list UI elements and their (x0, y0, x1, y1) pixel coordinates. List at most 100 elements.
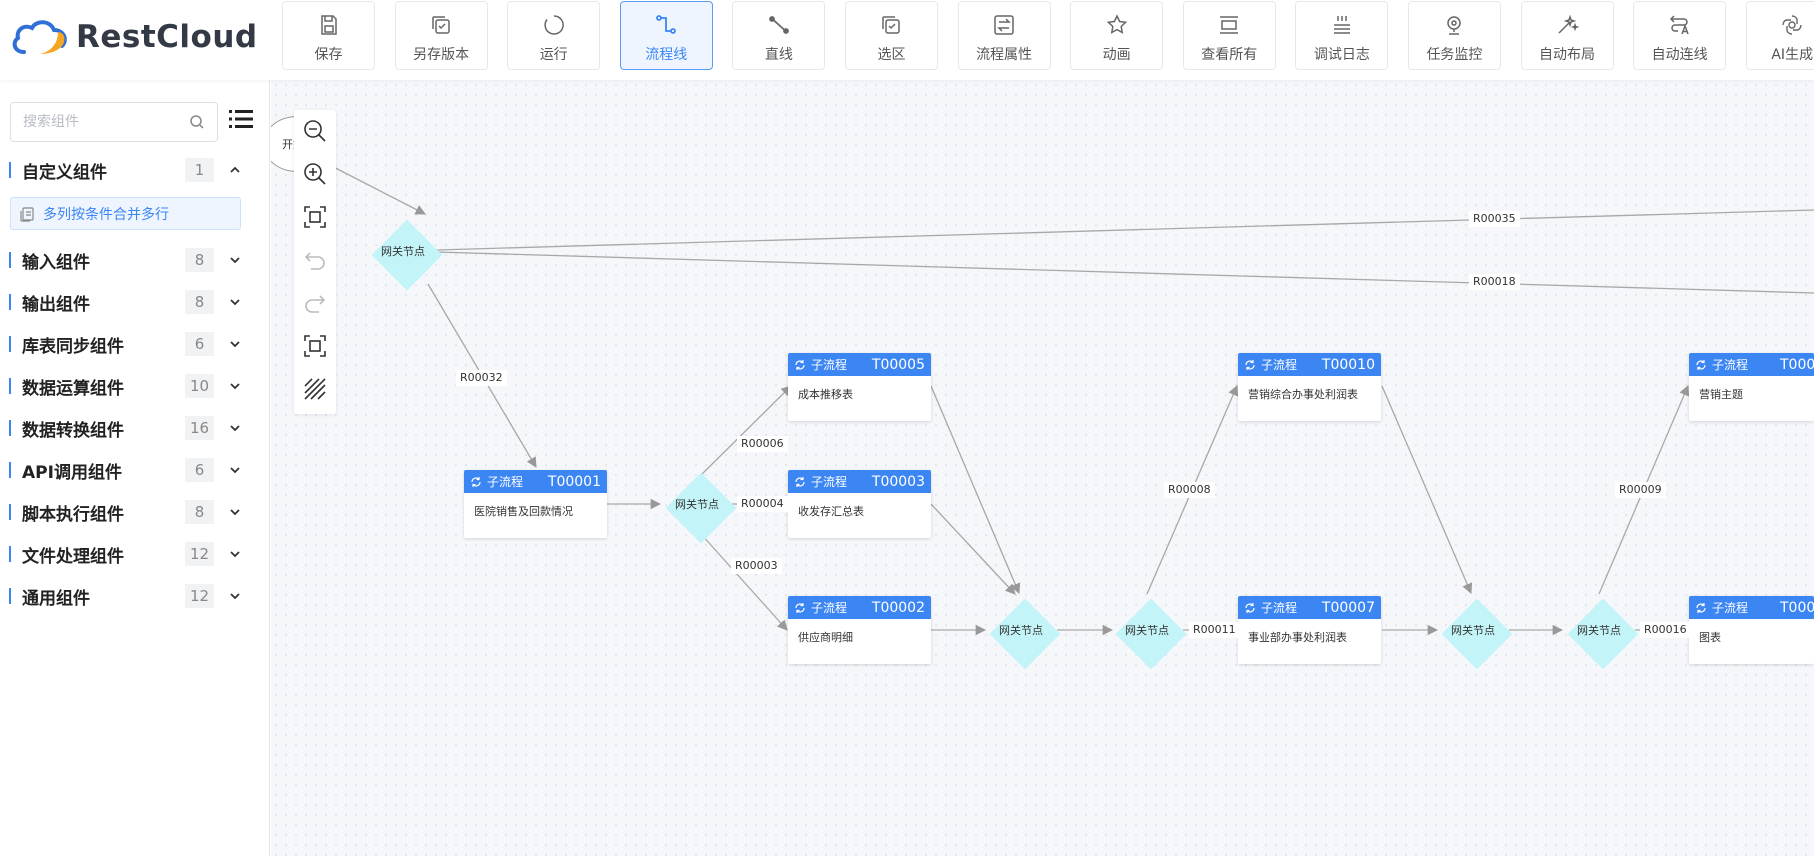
category-file-process[interactable]: 文件处理组件 12 (0, 537, 270, 571)
chevron-down-icon[interactable] (228, 253, 242, 267)
edge-t00010-gw (1381, 385, 1473, 594)
logo: RestCloud (10, 12, 270, 62)
app-header: RestCloud 保存 另存版本 运行 流程线 直线 选区 流程属性 (0, 0, 1814, 80)
auto-layout-button[interactable]: 自动布局 (1520, 1, 1614, 70)
chevron-down-icon[interactable] (228, 463, 242, 477)
auto-layout-icon (1554, 12, 1580, 38)
view-all-button[interactable]: 查看所有 (1182, 1, 1276, 70)
subflow-refresh-icon (795, 359, 805, 370)
select-area-icon (878, 12, 904, 38)
straight-line-button[interactable]: 直线 (732, 1, 826, 70)
category-input[interactable]: 输入组件 8 (0, 243, 270, 277)
list-view-icon[interactable] (228, 106, 254, 132)
edge-label[interactable]: R00004 (737, 496, 788, 512)
save-version-button[interactable]: 另存版本 (394, 1, 488, 70)
edge-t00005-gw (930, 385, 1021, 594)
chevron-down-icon[interactable] (228, 589, 242, 603)
connection-lines (315, 157, 1814, 636)
subflow-refresh-icon (1696, 602, 1706, 613)
edge-r00018 (401, 250, 1814, 294)
flow-line-button[interactable]: 流程线 (619, 1, 713, 70)
category-custom[interactable]: 自定义组件 1 (0, 153, 270, 187)
category-general[interactable]: 通用组件 12 (0, 579, 270, 613)
grid-pattern-icon[interactable] (302, 376, 328, 402)
run-button[interactable]: 运行 (507, 1, 601, 70)
category-count: 8 (185, 500, 214, 524)
undo-icon[interactable] (302, 247, 328, 273)
chevron-down-icon[interactable] (228, 379, 242, 393)
redo-icon[interactable] (302, 290, 328, 316)
flow-line-icon (653, 12, 679, 38)
category-count: 12 (185, 584, 214, 608)
animation-button[interactable]: 动画 (1070, 1, 1164, 70)
gateway-node[interactable]: 网关节点 (1437, 594, 1513, 670)
actual-size-icon[interactable] (302, 333, 328, 359)
auto-connect-button[interactable]: 自动连线 (1633, 1, 1727, 70)
search-icon[interactable] (189, 114, 205, 130)
gateway-node[interactable]: 网关节点 (1111, 594, 1187, 670)
category-table-sync[interactable]: 库表同步组件 6 (0, 327, 270, 361)
task-monitor-button[interactable]: 任务监控 (1407, 1, 1501, 70)
logo-text: RestCloud (76, 19, 258, 55)
component-doc-icon (20, 206, 34, 222)
chevron-down-icon[interactable] (228, 547, 242, 561)
edge-label[interactable]: R00016 (1640, 622, 1691, 638)
copy-version-icon (428, 12, 454, 38)
chevron-up-icon[interactable] (228, 163, 242, 177)
category-count: 8 (185, 248, 214, 272)
subflow-refresh-icon (795, 476, 805, 487)
edge-t00003-gw (930, 503, 1016, 595)
category-script-exec[interactable]: 脚本执行组件 8 (0, 495, 270, 529)
category-count: 10 (185, 374, 214, 398)
category-api-call[interactable]: API调用组件 6 (0, 453, 270, 487)
edge-label[interactable]: R00018 (1469, 274, 1520, 290)
gateway-node[interactable]: 网关节点 (661, 468, 737, 544)
edge-label[interactable]: R00035 (1469, 211, 1520, 227)
edge-label[interactable]: R00032 (456, 370, 507, 386)
chevron-down-icon[interactable] (228, 505, 242, 519)
gateway-node[interactable]: 网关节点 (367, 215, 443, 291)
zoom-out-icon[interactable] (302, 118, 328, 144)
subflow-refresh-icon (1245, 359, 1255, 370)
chevron-down-icon[interactable] (228, 421, 242, 435)
edge-label[interactable]: R00006 (737, 436, 788, 452)
straight-line-icon (766, 12, 792, 38)
subflow-refresh-icon (795, 602, 805, 613)
chevron-down-icon[interactable] (228, 337, 242, 351)
category-data-compute[interactable]: 数据运算组件 10 (0, 369, 270, 403)
category-count: 1 (185, 158, 214, 182)
component-search-box[interactable] (10, 102, 218, 142)
chevron-down-icon[interactable] (228, 295, 242, 309)
edge-label[interactable]: R00009 (1615, 482, 1666, 498)
gateway-node[interactable]: 网关节点 (985, 594, 1061, 670)
gateway-node[interactable]: 网关节点 (1563, 594, 1639, 670)
debug-log-button[interactable]: 调试日志 (1295, 1, 1389, 70)
flow-properties-button[interactable]: 流程属性 (957, 1, 1051, 70)
component-search-input[interactable] (23, 114, 183, 130)
edge-label[interactable]: R00008 (1164, 482, 1215, 498)
fit-view-icon[interactable] (302, 204, 328, 230)
custom-component-item[interactable]: 多列按条件合并多行 (10, 197, 241, 230)
category-count: 6 (185, 458, 214, 482)
edge-r00006 (692, 385, 792, 484)
edge-label[interactable]: R00011 (1189, 622, 1240, 638)
edge-label[interactable]: R00003 (731, 558, 782, 574)
category-output[interactable]: 输出组件 8 (0, 285, 270, 319)
category-data-transform[interactable]: 数据转换组件 16 (0, 411, 270, 445)
cloud-logo-icon (12, 20, 67, 54)
edge-r00035 (401, 209, 1814, 252)
flow-properties-icon (991, 12, 1017, 38)
save-button[interactable]: 保存 (282, 1, 375, 70)
ai-generate-button[interactable]: AI生成 (1745, 1, 1814, 70)
zoom-in-icon[interactable] (302, 161, 328, 187)
select-area-button[interactable]: 选区 (844, 1, 938, 70)
